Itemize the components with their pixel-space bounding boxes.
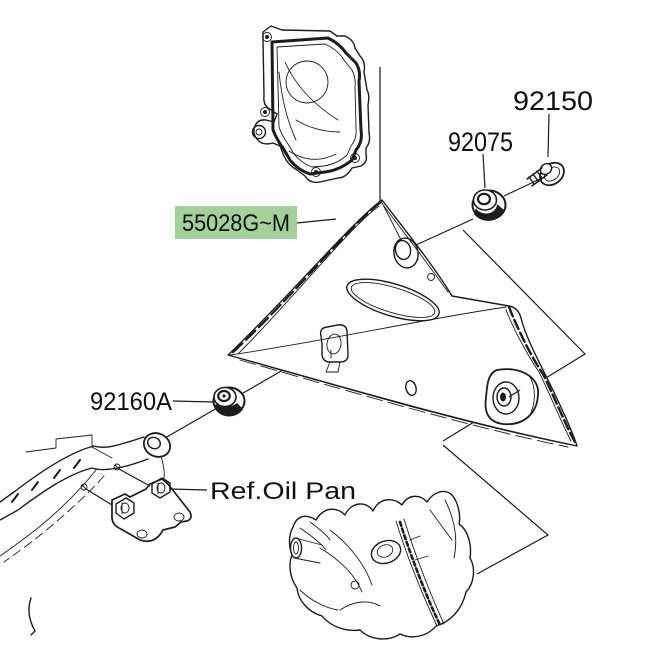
collar-drawing [471, 189, 507, 221]
cowling-part-number[interactable]: 55028G~M [182, 210, 290, 237]
cowling-drawing [227, 199, 578, 448]
frame-rail-drawing [0, 434, 149, 636]
cowling-label-highlight[interactable] [175, 206, 297, 239]
bolt-part-number[interactable]: 92150 [513, 86, 593, 116]
oil-pan-reference-label: Ref.Oil Pan [210, 478, 356, 505]
grommet-part-number[interactable]: 92160A [90, 388, 172, 416]
grommet-drawing [212, 386, 246, 417]
bolt-drawing [526, 161, 565, 187]
collar-part-number[interactable]: 92075 [448, 127, 513, 157]
cowling-damper-drawing [484, 368, 539, 426]
pointer-chevron-lower [442, 444, 550, 575]
engine-cover-drawing [251, 25, 371, 184]
oil-pan-bracket-drawing [80, 432, 192, 543]
oil-pan-drawing [288, 490, 475, 640]
part-labels: 92150 92075 55028G~M 92160A Ref.Oil Pan [90, 86, 593, 505]
